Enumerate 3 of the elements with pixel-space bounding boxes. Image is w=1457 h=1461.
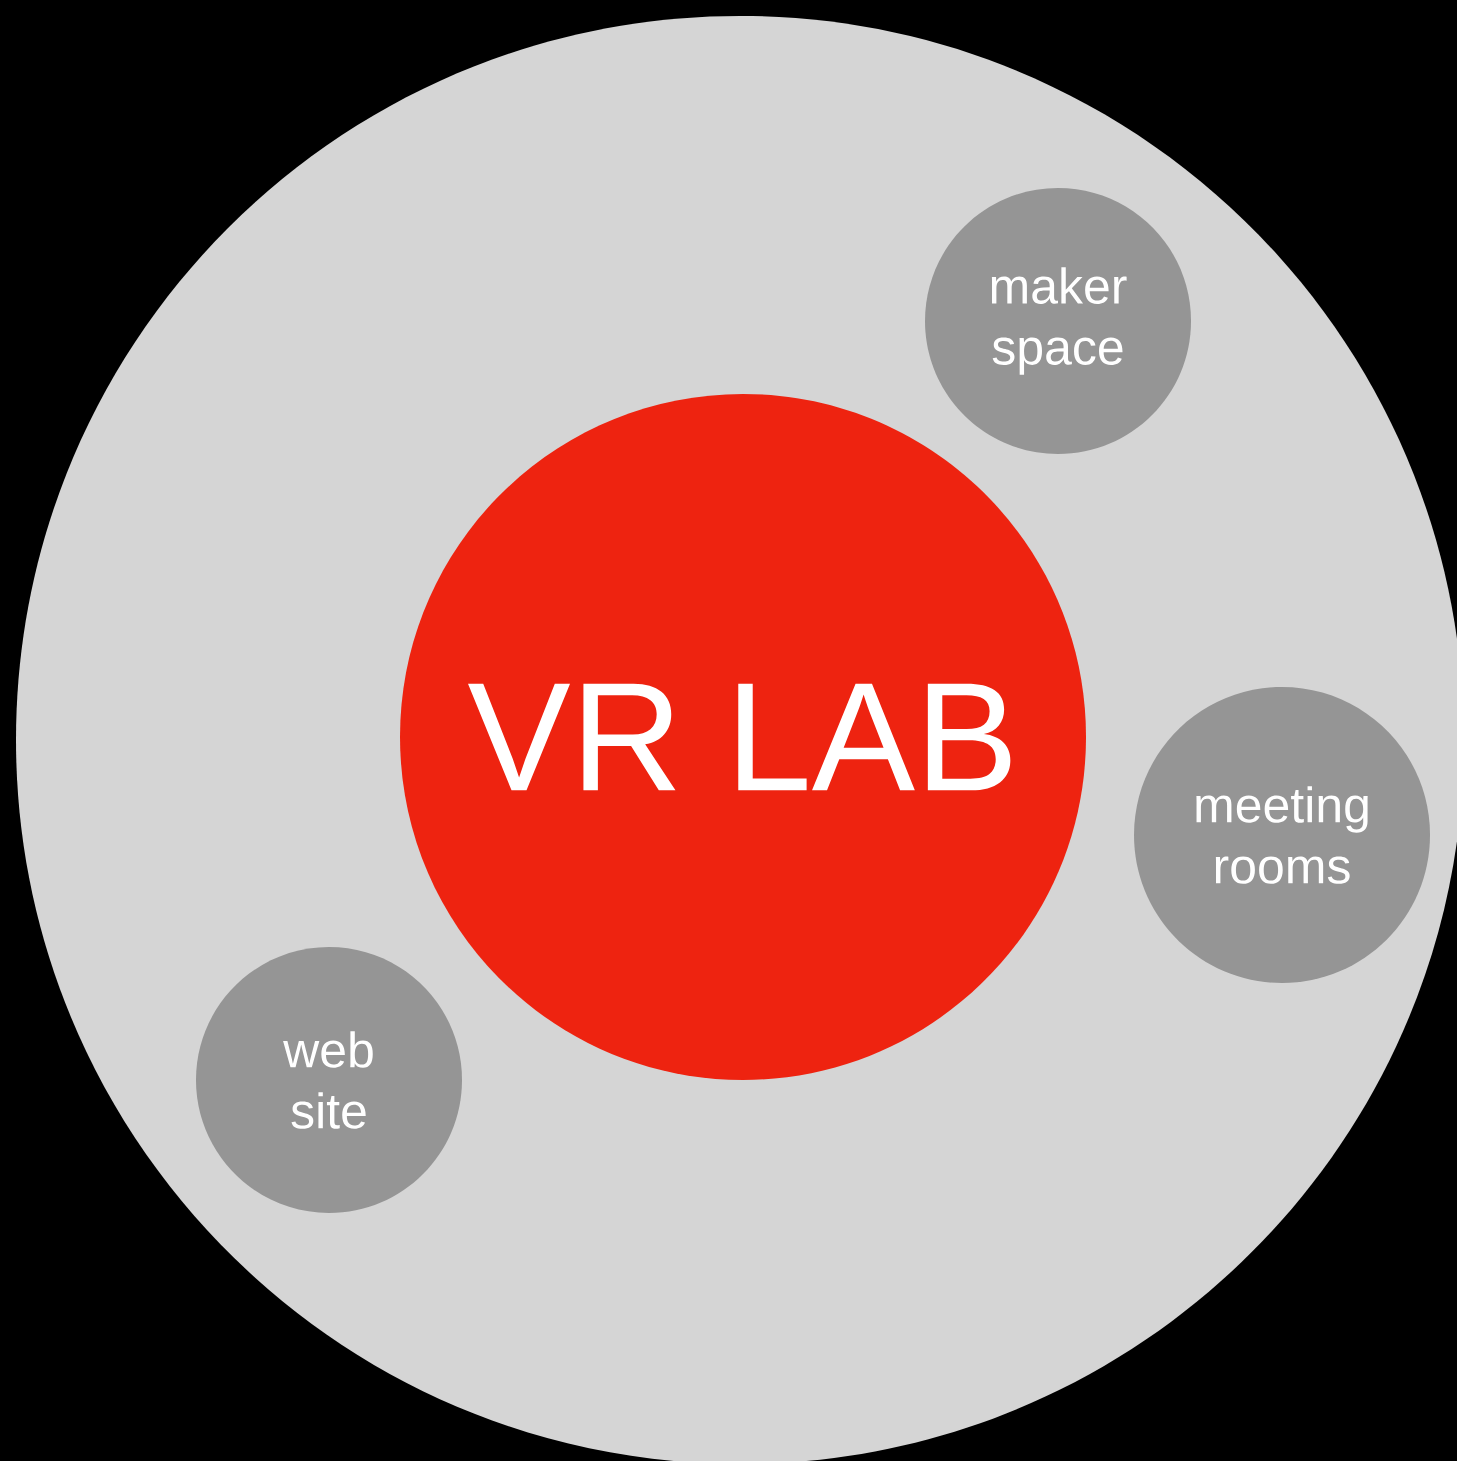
circle-bubble: maker space	[925, 188, 1191, 454]
circle-bubble: meeting rooms	[1134, 687, 1430, 983]
circle-bubble: web site	[196, 947, 462, 1213]
